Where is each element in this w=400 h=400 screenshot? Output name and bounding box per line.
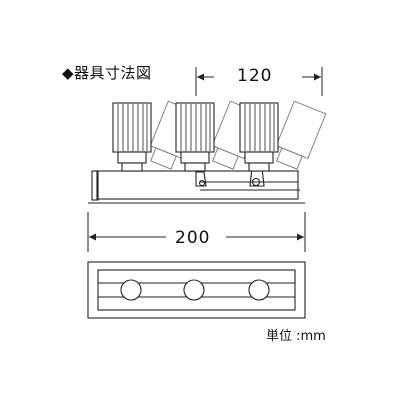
lamp-head-3 xyxy=(239,102,279,172)
tilted-lamp-outline-3 xyxy=(275,100,327,170)
housing-body xyxy=(96,170,299,200)
unit-label: 単位 :mm xyxy=(266,329,326,344)
housing-side-view xyxy=(88,167,305,204)
dimension-120-label: 120 xyxy=(237,66,273,86)
bottom-view-inner-frame xyxy=(97,269,296,311)
tilted-lamp-outlines xyxy=(149,100,327,170)
dimension-200 xyxy=(87,212,306,252)
dimension-120 xyxy=(195,67,323,96)
diagram-title: ◆器具寸法図 xyxy=(62,64,152,82)
bottom-view-outer-frame xyxy=(87,261,306,319)
bottom-lamp-1 xyxy=(120,279,142,301)
lamp-head-1 xyxy=(112,102,152,172)
pivot-screw-1 xyxy=(198,179,206,187)
lamp-head-2 xyxy=(175,102,215,172)
bottom-lamp-2 xyxy=(183,279,205,301)
bottom-lamp-3 xyxy=(248,279,270,301)
mount-bracket xyxy=(195,171,207,187)
housing-left-flange xyxy=(91,170,99,201)
dimension-200-label: 200 xyxy=(175,228,211,248)
housing-bottom-view xyxy=(87,261,306,319)
lamp-heads xyxy=(112,102,279,172)
